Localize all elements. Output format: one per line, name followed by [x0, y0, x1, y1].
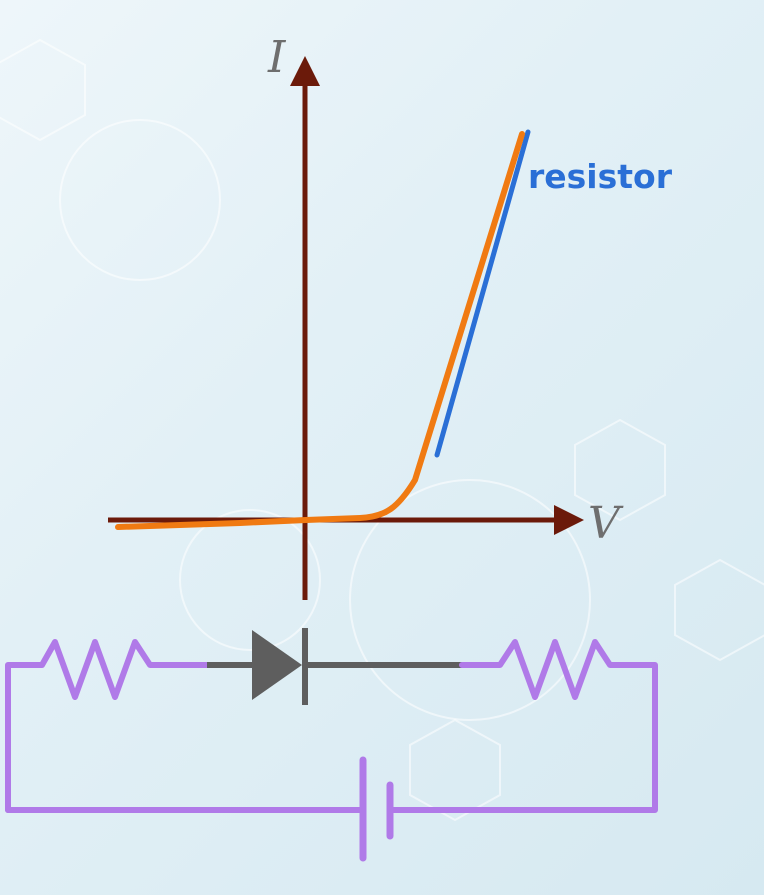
battery-icon	[359, 756, 394, 862]
voltage-axis-label: V	[588, 498, 624, 549]
diode-icon	[207, 628, 462, 705]
background-decoration	[0, 38, 764, 822]
resistor-line	[434, 129, 531, 458]
current-axis-label: I	[267, 32, 287, 83]
left-resistor-icon	[5, 639, 210, 813]
resistor-label: resistor	[528, 157, 673, 196]
circuit	[5, 628, 658, 862]
diode-iv-curve	[115, 131, 525, 530]
right-resistor-icon	[387, 639, 658, 813]
